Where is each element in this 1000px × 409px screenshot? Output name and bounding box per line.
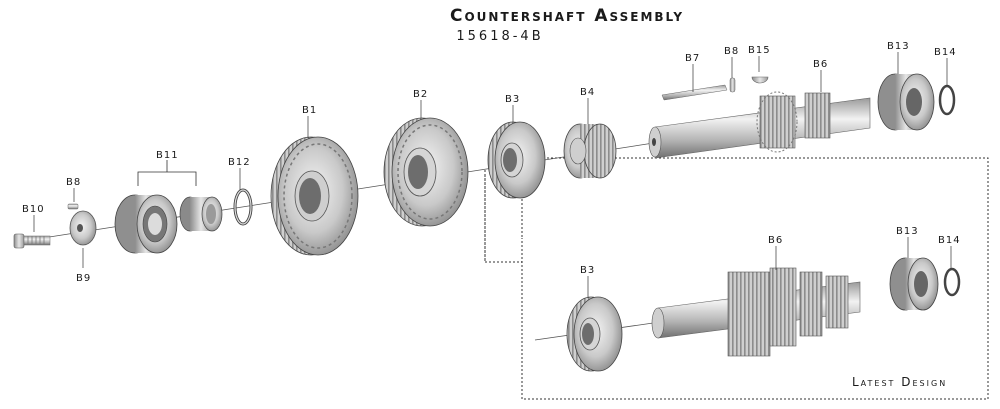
label-b11: B11 [156,150,179,161]
woodruff-key-b15 [751,76,769,84]
inset-caption: Latest Design [852,375,948,389]
inset-bearing-b13 [889,257,939,311]
key-b8 [67,203,79,210]
label-b14: B14 [934,47,957,58]
label-b15: B15 [748,45,771,56]
label-b10: B10 [22,204,45,215]
leader-lines [33,52,952,298]
label-b12: B12 [228,157,251,168]
bearing-b11 [114,194,178,254]
pin-b8 [729,77,736,93]
label-b8-top: B8 [724,46,739,57]
washer-b9 [69,210,97,246]
inset-gear-b3 [566,296,623,372]
inset-label-b13: B13 [896,226,919,237]
bolt-b10 [13,233,51,249]
inset-snap-ring-b14 [943,267,961,297]
inset-label-b6: B6 [768,235,783,246]
key-b7 [661,84,728,101]
label-b8: B8 [66,177,81,188]
gear-b1 [270,136,359,256]
part-number: 15618-4B [456,29,544,44]
inset-border [484,157,989,400]
snap-ring-b12 [233,188,253,226]
inset-label-b3: B3 [580,265,595,276]
gear-b2 [383,117,469,227]
gear-b4 [563,123,617,179]
sleeve-b11 [179,196,223,232]
snap-ring-b14-top [938,84,956,116]
label-b13: B13 [887,41,910,52]
bearing-b13-top [877,73,935,131]
label-b6: B6 [813,59,828,70]
label-b4: B4 [580,87,595,98]
inset-countershaft-b6 [651,267,861,357]
diagram-title: Countershaft Assembly [450,6,685,26]
label-b3: B3 [505,94,520,105]
label-b9: B9 [76,273,91,284]
gear-b3 [487,121,546,199]
inset-label-b14: B14 [938,235,961,246]
countershaft-top [648,91,871,159]
label-b2: B2 [413,89,428,100]
label-b1: B1 [302,105,317,116]
label-b7: B7 [685,53,700,64]
b11-bracket [137,160,197,186]
